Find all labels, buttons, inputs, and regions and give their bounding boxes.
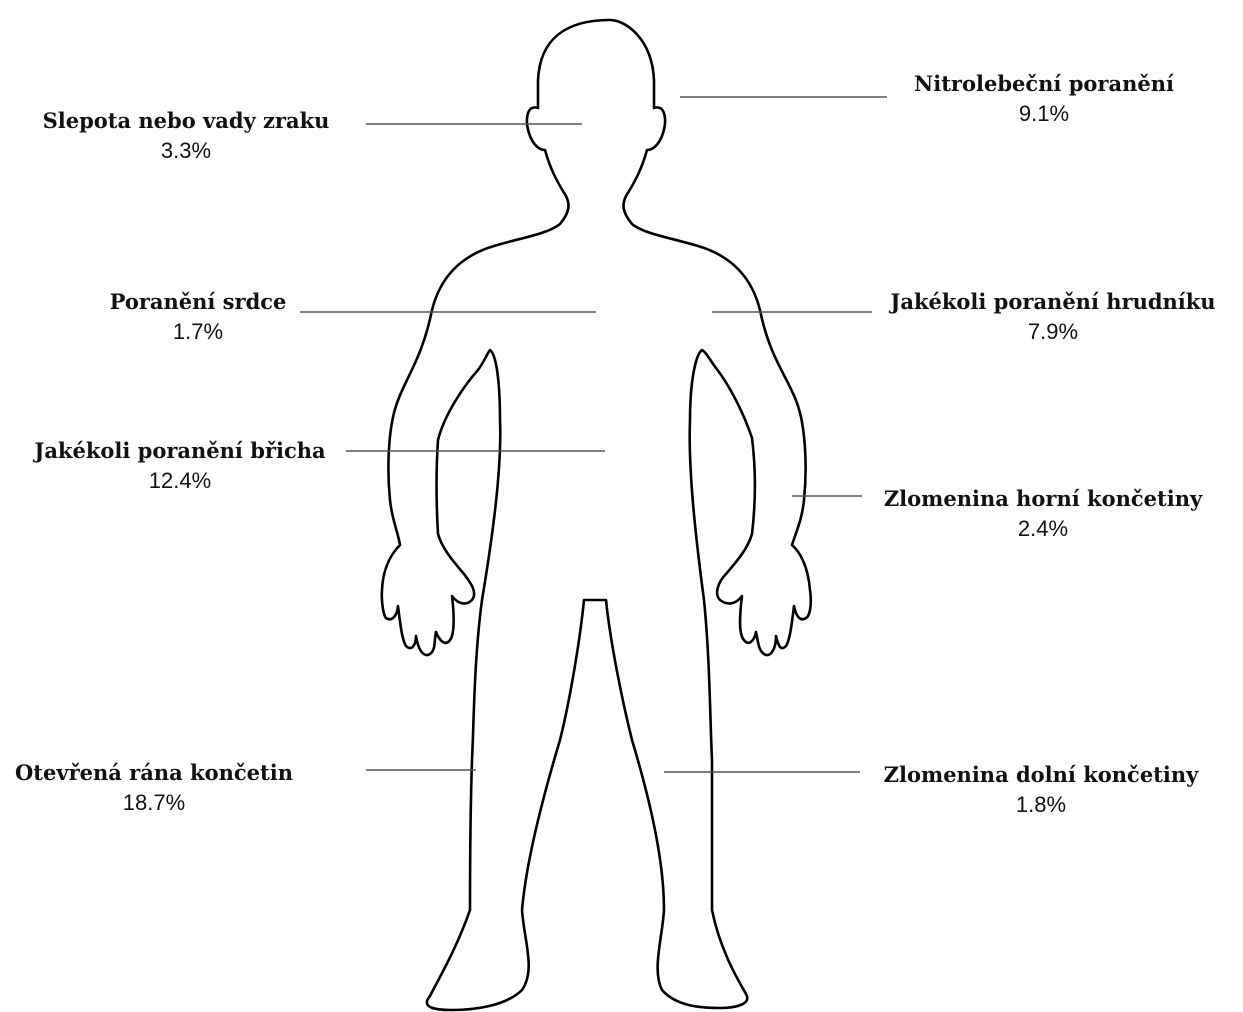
label-vision-name: Slepota nebo vady zraku xyxy=(26,108,346,134)
child-body-outline xyxy=(382,20,811,1010)
label-abdomen: Jakékoli poranění břicha 12.4% xyxy=(10,438,350,495)
label-vision: Slepota nebo vady zraku 3.3% xyxy=(26,108,346,165)
label-upper-limb-value: 2.4% xyxy=(868,515,1218,543)
label-heart-value: 1.7% xyxy=(88,318,308,346)
label-intracranial: Nitrolebeční poranění 9.1% xyxy=(884,71,1204,128)
label-lower-limb: Zlomenina dolní končetiny 1.8% xyxy=(866,762,1216,819)
label-open-wound-name: Otevřená rána končetin xyxy=(4,760,304,786)
label-thorax: Jakékoli poranění hrudníku 7.9% xyxy=(868,289,1238,346)
label-intracranial-value: 9.1% xyxy=(884,100,1204,128)
label-thorax-value: 7.9% xyxy=(868,318,1238,346)
label-open-wound: Otevřená rána končetin 18.7% xyxy=(4,760,304,817)
label-vision-value: 3.3% xyxy=(26,137,346,165)
label-open-wound-value: 18.7% xyxy=(4,789,304,817)
label-intracranial-name: Nitrolebeční poranění xyxy=(884,71,1204,97)
label-abdomen-name: Jakékoli poranění břicha xyxy=(10,438,350,464)
label-lower-limb-value: 1.8% xyxy=(866,791,1216,819)
label-thorax-name: Jakékoli poranění hrudníku xyxy=(868,289,1238,315)
label-upper-limb-name: Zlomenina horní končetiny xyxy=(868,486,1218,512)
label-abdomen-value: 12.4% xyxy=(10,467,350,495)
label-heart-name: Poranění srdce xyxy=(88,289,308,315)
label-heart: Poranění srdce 1.7% xyxy=(88,289,308,346)
label-lower-limb-name: Zlomenina dolní končetiny xyxy=(866,762,1216,788)
label-upper-limb: Zlomenina horní končetiny 2.4% xyxy=(868,486,1218,543)
